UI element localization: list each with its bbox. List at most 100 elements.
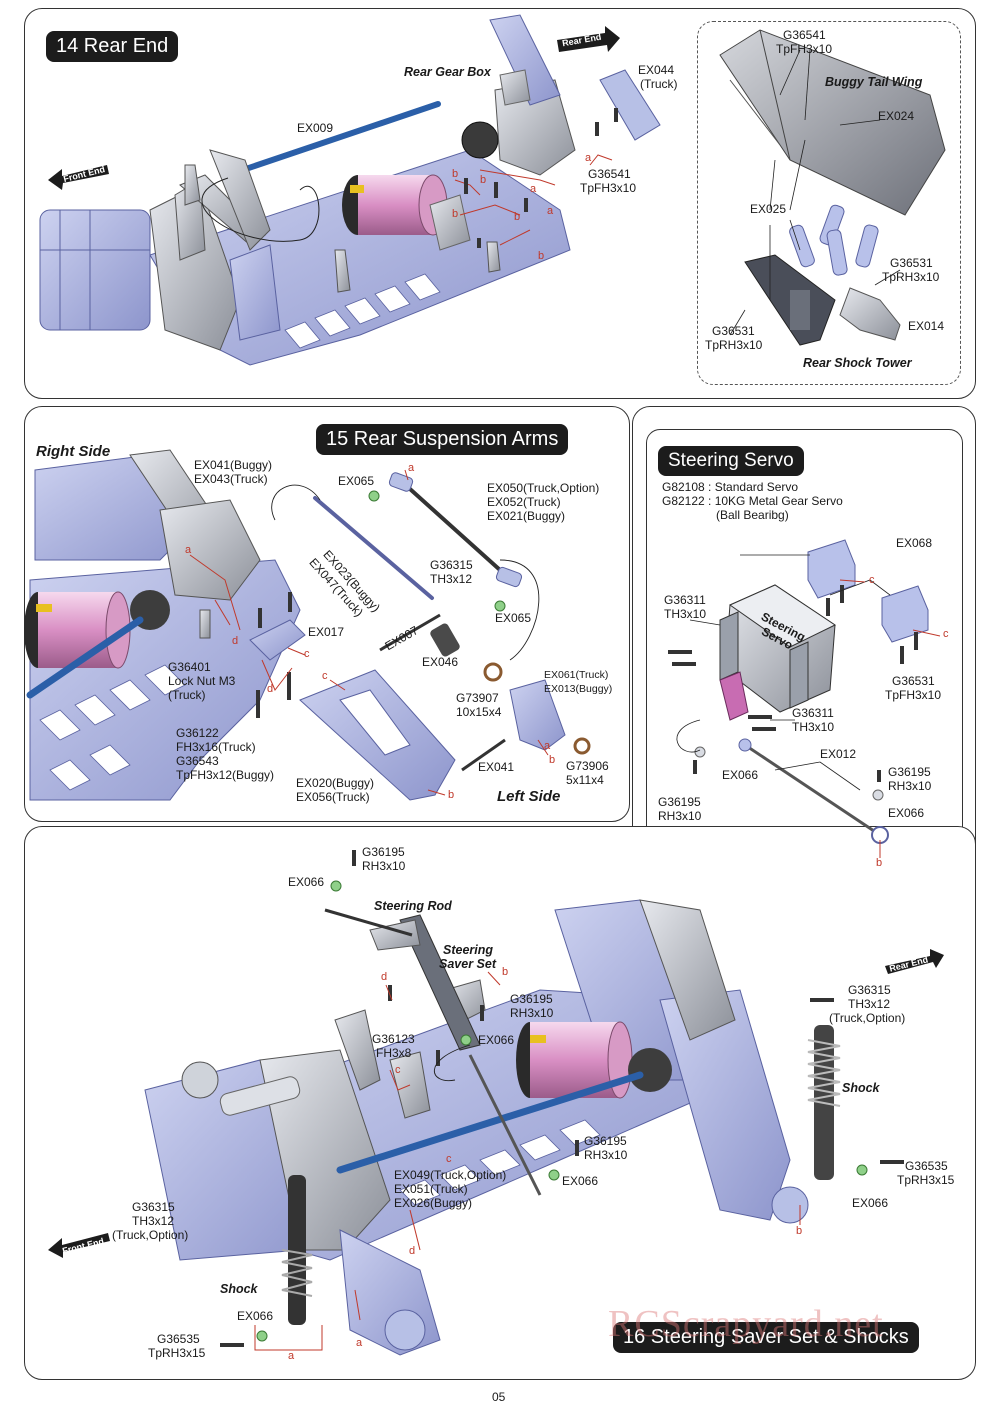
s15-motor (24, 590, 170, 669)
label-ex065-top: EX065 (338, 474, 375, 488)
label-ex041: EX041 (478, 760, 515, 774)
s14-driveshaft-ex009 (225, 101, 441, 178)
label-ex024: EX024 (878, 109, 915, 123)
label-ex017: EX017 (308, 625, 345, 639)
label-g36315-left: G36315 (132, 1200, 175, 1214)
label-ex043-truck: EX043(Truck) (194, 472, 268, 486)
ref-letter-d: d (267, 683, 274, 695)
label-g36315-right: G36315 (848, 983, 891, 997)
label-g73906-size: 5x11x4 (566, 773, 604, 787)
label-g36531-servo-size: TpFH3x10 (885, 688, 942, 702)
label-g73907: G73907 (456, 691, 499, 705)
tail-wing-subpanel (697, 21, 961, 385)
label-g36315-right-note: (Truck,Option) (829, 1011, 906, 1025)
label-ex012: EX012 (820, 747, 857, 761)
s15-bearing-g73906 (573, 737, 591, 755)
label-ex050: EX050(Truck,Option) (487, 481, 600, 495)
s15-ex023-dogbone (313, 496, 434, 600)
label-right-side: Right Side (36, 443, 111, 460)
label-ex068: EX068 (896, 536, 933, 550)
label-g36315: G36315 (430, 558, 473, 572)
section-14-title: 14 Rear End (46, 31, 179, 62)
label-g36311-top: G36311 (664, 593, 706, 607)
ref-letter-b: b (480, 174, 487, 186)
label-g73906: G73906 (566, 759, 609, 773)
s16-center-driveshaft (336, 1071, 644, 1174)
label-ex049: EX049(Truck,Option) (394, 1168, 507, 1182)
ref-letter-a: a (185, 544, 192, 556)
s15-driveshaft (26, 616, 144, 699)
label-rear-gear-box: Rear Gear Box (404, 65, 491, 79)
label-ex066-servo-right: EX066 (888, 806, 925, 820)
ref-letter-a: a (547, 205, 554, 217)
label-g36535-left-size: TpRH3x15 (148, 1346, 206, 1360)
label-g36543-size: TpFH3x12(Buggy) (176, 768, 275, 782)
s16-right-shock (807, 1025, 841, 1180)
label-g36535-right-size: TpRH3x15 (897, 1173, 955, 1187)
label-ex009: EX009 (297, 121, 334, 135)
label-g36315-size: TH3x12 (430, 572, 473, 586)
servo-option-line-2: G82122 : 10KG Metal Gear Servo (662, 494, 843, 508)
label-g36123: G36123 (372, 1032, 415, 1046)
servo-option-line-3: (Ball Bearibg) (716, 508, 789, 522)
ref-letter-a: a (408, 462, 415, 474)
label-steering-rod: Steering Rod (374, 899, 452, 913)
label-g36531-right-size: TpRH3x10 (882, 270, 940, 284)
label-ex066-servo-left: EX066 (722, 768, 759, 782)
watermark: RCScrapyard.net (608, 1303, 884, 1345)
label-g36531-right: G36531 (890, 256, 933, 270)
label-g36543: G36543 (176, 754, 219, 768)
label-ex044-note: (Truck) (640, 77, 678, 91)
s15-post (199, 609, 211, 639)
s14-rear-gearbox (461, 14, 576, 176)
ref-letter-b: b (876, 857, 883, 869)
s16-left-shock (281, 1175, 313, 1325)
s15-right-suspension (34, 449, 261, 601)
page-number: 05 (492, 1390, 506, 1404)
label-ex056: EX056(Truck) (296, 790, 370, 804)
s14-ex044-part (599, 69, 661, 141)
ref-letter-b: b (538, 250, 545, 262)
label-g36195-top-size: RH3x10 (362, 859, 406, 873)
s16-front-shock-spring (219, 1076, 301, 1116)
ref-letter-b: b (502, 966, 509, 978)
label-g36541-wing-size: TpFH3x10 (776, 42, 833, 56)
label-g36195-servo-right-size: RH3x10 (888, 779, 932, 793)
label-g36195-low: G36195 (584, 1134, 627, 1148)
s15-ex041-pin (461, 738, 506, 772)
s15-leader-lines (189, 469, 549, 796)
label-g73907-size: 10x15x4 (456, 705, 502, 719)
label-ex020: EX020(Buggy) (296, 776, 375, 790)
ref-letter-b: b (549, 754, 556, 766)
servo-body (719, 584, 837, 713)
s16-ex049-link (468, 1054, 542, 1196)
label-ex014: EX014 (908, 319, 945, 333)
servo-red-leaders (839, 579, 941, 858)
label-ex013: EX013(Buggy) (544, 683, 613, 695)
label-buggy-tail-wing: Buggy Tail Wing (825, 75, 923, 89)
label-ex041-buggy: EX041(Buggy) (194, 458, 273, 472)
ref-letter-a: a (544, 740, 551, 752)
section-16-title: 16 Steering Saver Set & Shocks (613, 1322, 919, 1353)
section-15-title: 15 Rear Suspension Arms (316, 424, 569, 455)
label-ex065-mid: EX065 (495, 611, 532, 625)
servo-ex012-link (738, 738, 889, 844)
label-g36541-wing: G36541 (783, 28, 826, 42)
s14-ex014-part (839, 287, 901, 341)
label-g36535-right: G36535 (905, 1159, 948, 1173)
ref-letter-b: b (514, 211, 521, 223)
label-ex066-low: EX066 (562, 1174, 599, 1188)
ref-letter-b: b (448, 789, 455, 801)
label-shock-left: Shock (220, 1282, 258, 1296)
s15-ex061-hub (509, 679, 566, 751)
label-g36195-servo-left: G36195 (658, 795, 701, 809)
label-g36315-left-size: TH3x12 (132, 1214, 175, 1228)
label-shock-right: Shock (842, 1081, 880, 1095)
label-ex052: EX052(Truck) (487, 495, 561, 509)
label-g36195-servo-right: G36195 (888, 765, 931, 779)
label-steering-saver-set-1: Steering (443, 943, 494, 957)
s15-bearing-g73907 (483, 662, 503, 682)
label-g36401-note: (Truck) (168, 688, 206, 702)
label-g36541-bottom: G36541 (588, 167, 631, 181)
